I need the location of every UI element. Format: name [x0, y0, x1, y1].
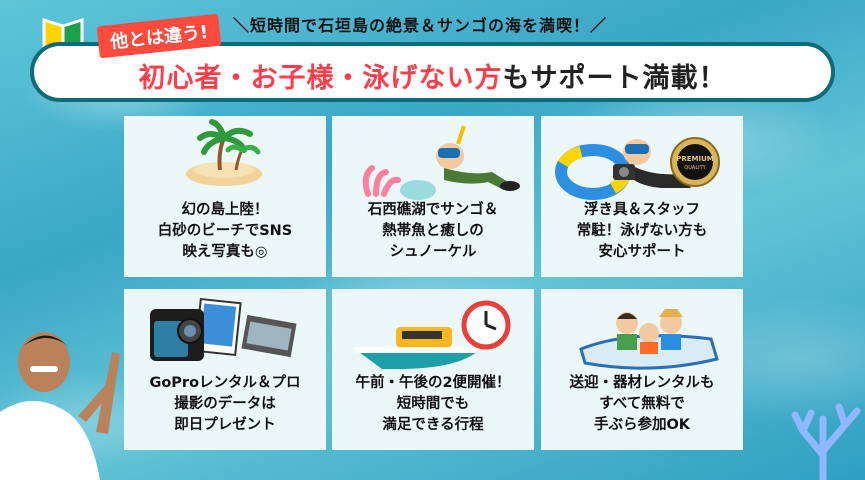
- float-ring-diver-icon: [555, 139, 691, 200]
- feature-card-snorkel: 石西礁湖でサンゴ＆ 熱帯魚と癒しの シュノーケル: [332, 116, 534, 277]
- action-camera-icon: [150, 297, 297, 361]
- headline-dark: もサポート満載！: [502, 63, 727, 94]
- feature-card-schedule: 午前・午後の2便開催！ 短時間でも 満足できる行程: [332, 289, 534, 450]
- guide-photo: [0, 332, 120, 480]
- boat-clock-icon: [352, 300, 511, 370]
- coral-decoration-icon: [791, 403, 861, 480]
- feature-card-support: PREMIUM QUALITY 浮き具＆スタッフ 常駐！泳げない方も 安心サポー…: [541, 116, 743, 277]
- headline-text: 初心者・お子様・泳げない方もサポート満載！: [34, 56, 831, 95]
- feature-caption: 送迎・器材レンタルも すべて無料で 手ぶら参加OK: [569, 375, 715, 433]
- headline-banner: 初心者・お子様・泳げない方もサポート満載！: [30, 42, 835, 102]
- snorkeler-icon: [362, 125, 520, 200]
- premium-badge-icon: PREMIUM QUALITY: [670, 137, 720, 187]
- feature-card-free: 送迎・器材レンタルも すべて無料で 手ぶら参加OK: [541, 289, 743, 450]
- feature-caption: 幻の島上陸！ 白砂のビーチでSNS 映え写真も◎: [157, 202, 293, 260]
- badge-line2: QUALITY: [684, 165, 706, 171]
- badge-line1: PREMIUM: [676, 155, 714, 163]
- family-boat-icon: [579, 309, 719, 370]
- headline-red: 初心者・お子様・泳げない方: [138, 63, 503, 94]
- feature-caption: 午前・午後の2便開催！ 短時間でも 満足できる行程: [355, 375, 511, 433]
- subtitle: ＼短時間で石垣島の絶景＆サンゴの海を満喫！／: [233, 16, 608, 35]
- feature-caption: GoProレンタル＆プロ 撮影のデータは 即日プレゼント: [149, 375, 301, 433]
- feature-card-island: 幻の島上陸！ 白砂のビーチでSNS 映え写真も◎: [124, 116, 326, 277]
- feature-caption: 石西礁湖でサンゴ＆ 熱帯魚と癒しの シュノーケル: [367, 202, 499, 260]
- island-icon: [186, 119, 262, 186]
- feature-caption: 浮き具＆スタッフ 常駐！泳げない方も 安心サポート: [576, 202, 708, 260]
- feature-card-gopro: GoProレンタル＆プロ 撮影のデータは 即日プレゼント: [124, 289, 326, 450]
